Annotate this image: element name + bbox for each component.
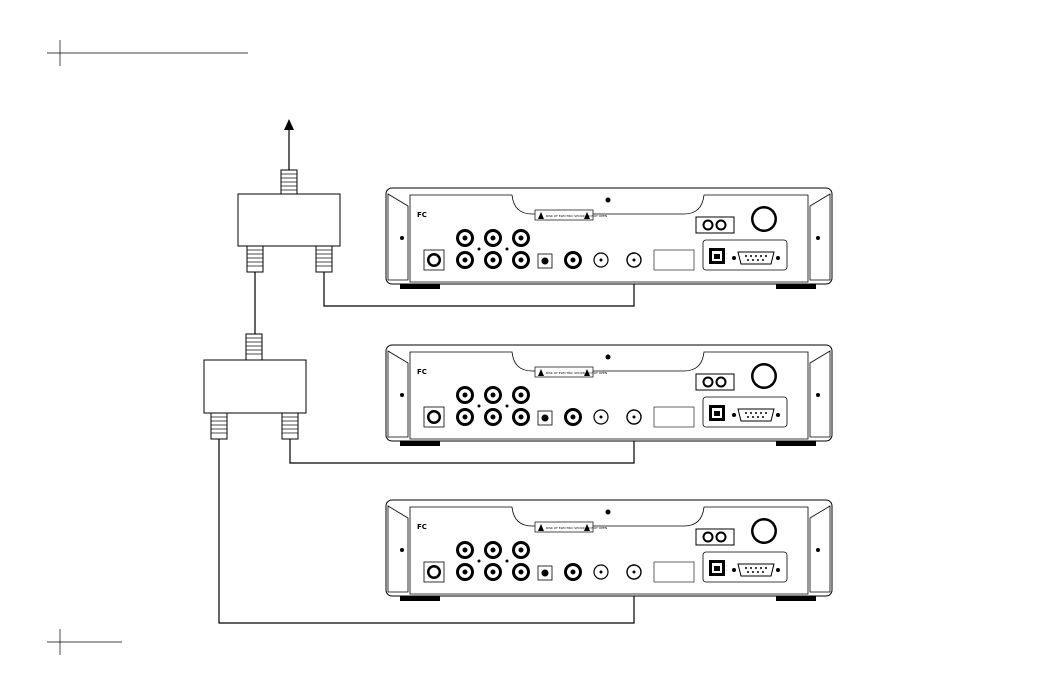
s-video-port [424,562,444,582]
receiver-bracket-left [388,351,408,437]
screw-left [400,393,404,397]
receiver-foot-left [400,596,440,601]
rf-out-connector [594,565,608,579]
top-screw [606,510,611,515]
power-port [751,518,777,544]
screw-left [400,548,404,552]
receiver-bracket-right [810,194,830,280]
digital-audio-port [538,411,552,425]
top-screw [606,198,611,203]
screw-right [816,393,820,397]
fcc-mark: FC [417,368,427,376]
satellite-in-connector [627,565,641,579]
fcc-mark: FC [417,523,427,531]
splitter-1-output-connector-left [247,246,263,272]
receivers: FC RISK OF ELECTRIC SHOCK DO NOT OPEN FC RI… [386,188,832,601]
power-port [751,206,777,232]
screw-left [400,236,404,240]
phone-jack [696,217,734,233]
fcc-mark: FC [417,211,427,219]
receiver-unit-2: FC RISK OF ELECTRIC SHOCK DO NOT OPEN [386,345,832,446]
satellite-in-connector [627,410,641,424]
label-area [654,407,694,427]
rf-out-connector [594,410,608,424]
usb-port [709,248,725,264]
receiver-unit-1: FC RISK OF ELECTRIC SHOCK DO NOT OPEN [386,188,832,289]
screw-right [816,236,820,240]
phone-jack [696,529,734,545]
power-port [751,363,777,389]
splitter-1-input-connector [281,170,297,194]
satellite-in-connector [627,253,641,267]
phone-jack [696,374,734,390]
splitter-2-output-connector-left [211,413,227,439]
splitter-1-output-connector-right [316,246,332,272]
receiver-bracket-left [388,506,408,592]
rf-out-connector [594,253,608,267]
label-area [654,562,694,582]
top-screw [606,355,611,360]
receiver-unit-3: FC RISK OF ELECTRIC SHOCK DO NOT OPEN [386,500,832,601]
warning-label-text: RISK OF ELECTRIC SHOCK DO NOT OPEN [546,214,607,218]
digital-audio-port [538,566,552,580]
usb-port [709,405,725,421]
screw-right [816,548,820,552]
label-area [654,250,694,270]
splitter-2 [204,334,306,439]
receiver-foot-right [776,284,816,289]
usb-port [709,560,725,576]
receiver-foot-right [776,596,816,601]
splitter-1-body [238,194,340,246]
receiver-bracket-left [388,194,408,280]
crop-mark-top [47,40,248,66]
crop-mark-bottom [47,629,122,655]
s-video-port [424,250,444,270]
warning-label-text: RISK OF ELECTRIC SHOCK DO NOT OPEN [546,371,607,375]
receiver-foot-right [776,441,816,446]
digital-audio-port [538,254,552,268]
antenna-feed-arrow [284,119,294,170]
receiver-foot-left [400,284,440,289]
receiver-foot-left [400,441,440,446]
receiver-bracket-right [810,506,830,592]
splitter-2-output-connector-right [282,413,298,439]
s-video-port [424,407,444,427]
splitter-2-input-connector [246,334,262,360]
splitter-1 [238,170,340,272]
receiver-case [386,500,832,596]
splitter-2-body [204,360,306,413]
warning-label-text: RISK OF ELECTRIC SHOCK DO NOT OPEN [546,526,607,530]
receiver-bracket-right [810,351,830,437]
